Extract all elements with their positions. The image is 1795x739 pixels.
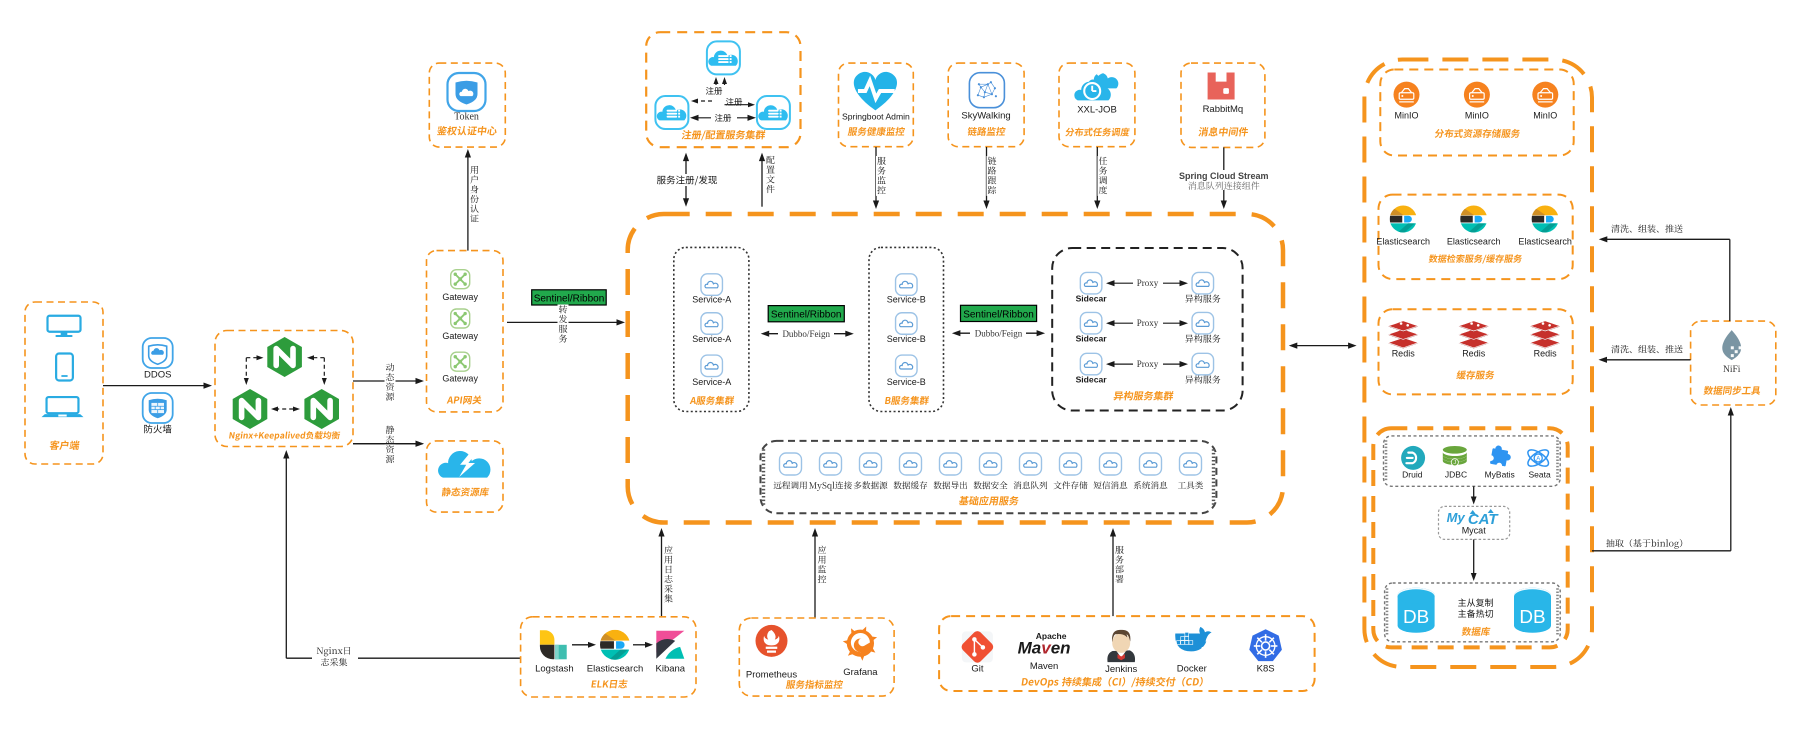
svg-text:Elasticsearch: Elasticsearch [587, 664, 644, 675]
svg-text:Proxy: Proxy [1137, 278, 1159, 288]
svg-text:MinIO: MinIO [1465, 111, 1489, 121]
svg-text:Gateway: Gateway [442, 374, 478, 384]
svg-text:Sidecar: Sidecar [1076, 294, 1108, 304]
svg-text:MinIO: MinIO [1533, 111, 1557, 121]
svg-text:A: A [1536, 457, 1540, 463]
svg-text:Maven: Maven [1030, 661, 1059, 672]
svg-text:JDBC: JDBC [1445, 470, 1467, 480]
svg-text:Gateway: Gateway [442, 331, 478, 341]
svg-text:DB: DB [1403, 607, 1429, 628]
svg-text:Redis: Redis [1462, 349, 1486, 359]
svg-text:Redis: Redis [1392, 349, 1416, 359]
svg-text:Dubbo/Feign: Dubbo/Feign [782, 329, 830, 339]
svg-text:Seata: Seata [1528, 470, 1550, 480]
svg-text:SkyWalking: SkyWalking [961, 111, 1010, 122]
svg-text:Gateway: Gateway [442, 292, 478, 302]
svg-text:Springboot Admin: Springboot Admin [842, 112, 910, 122]
svg-text:Redis: Redis [1534, 349, 1558, 359]
svg-text:Kibana: Kibana [656, 664, 686, 675]
svg-text:Elasticsearch: Elasticsearch [1518, 237, 1572, 247]
svg-text:NiFi: NiFi [1723, 365, 1741, 375]
svg-text:Proxy: Proxy [1137, 359, 1159, 369]
svg-text:Maven: Maven [1018, 638, 1071, 657]
svg-text:Service-B: Service-B [887, 294, 926, 304]
svg-text:Sentinel/Ribbon: Sentinel/Ribbon [771, 310, 842, 321]
svg-text:Jenkins: Jenkins [1105, 664, 1137, 675]
svg-text:Elasticsearch: Elasticsearch [1447, 237, 1501, 247]
svg-text:MyBatis: MyBatis [1485, 470, 1515, 480]
svg-text:Spring Cloud Stream: Spring Cloud Stream [1179, 171, 1269, 181]
svg-text:Git: Git [971, 664, 984, 675]
svg-text:Sidecar: Sidecar [1076, 334, 1108, 344]
svg-text:Token: Token [454, 112, 479, 123]
svg-text:DDOS: DDOS [144, 370, 171, 381]
svg-text:Service-A: Service-A [692, 377, 731, 387]
svg-text:Logstash: Logstash [535, 664, 574, 675]
svg-text:Service-B: Service-B [887, 334, 926, 344]
svg-text:J: J [1453, 460, 1456, 466]
svg-text:Service-A: Service-A [692, 294, 731, 304]
svg-text:Proxy: Proxy [1137, 318, 1159, 328]
svg-text:Docker: Docker [1177, 664, 1207, 675]
svg-text:Elasticsearch: Elasticsearch [1376, 237, 1430, 247]
svg-text:MinIO: MinIO [1394, 111, 1418, 121]
svg-text:Druid: Druid [1402, 470, 1423, 480]
svg-text:Sentinel/Ribbon: Sentinel/Ribbon [963, 309, 1034, 320]
svg-text:Sidecar: Sidecar [1076, 375, 1108, 385]
svg-text:DB: DB [1519, 607, 1545, 628]
svg-text:RabbitMq: RabbitMq [1203, 104, 1244, 115]
svg-text:XXL-JOB: XXL-JOB [1077, 105, 1117, 116]
svg-text:K8S: K8S [1257, 664, 1275, 675]
svg-text:My: My [1447, 510, 1466, 525]
svg-text:Grafana: Grafana [843, 667, 878, 678]
svg-text:Prometheus: Prometheus [746, 669, 797, 680]
svg-text:Apache: Apache [1036, 631, 1067, 641]
svg-text:Sentinel/Ribbon: Sentinel/Ribbon [534, 293, 605, 304]
svg-text:CAT: CAT [1468, 511, 1500, 528]
svg-text:Service-A: Service-A [692, 334, 731, 344]
svg-text:Dubbo/Feign: Dubbo/Feign [975, 329, 1023, 339]
svg-text:Mycat: Mycat [1462, 526, 1487, 536]
svg-text:Service-B: Service-B [887, 377, 926, 387]
